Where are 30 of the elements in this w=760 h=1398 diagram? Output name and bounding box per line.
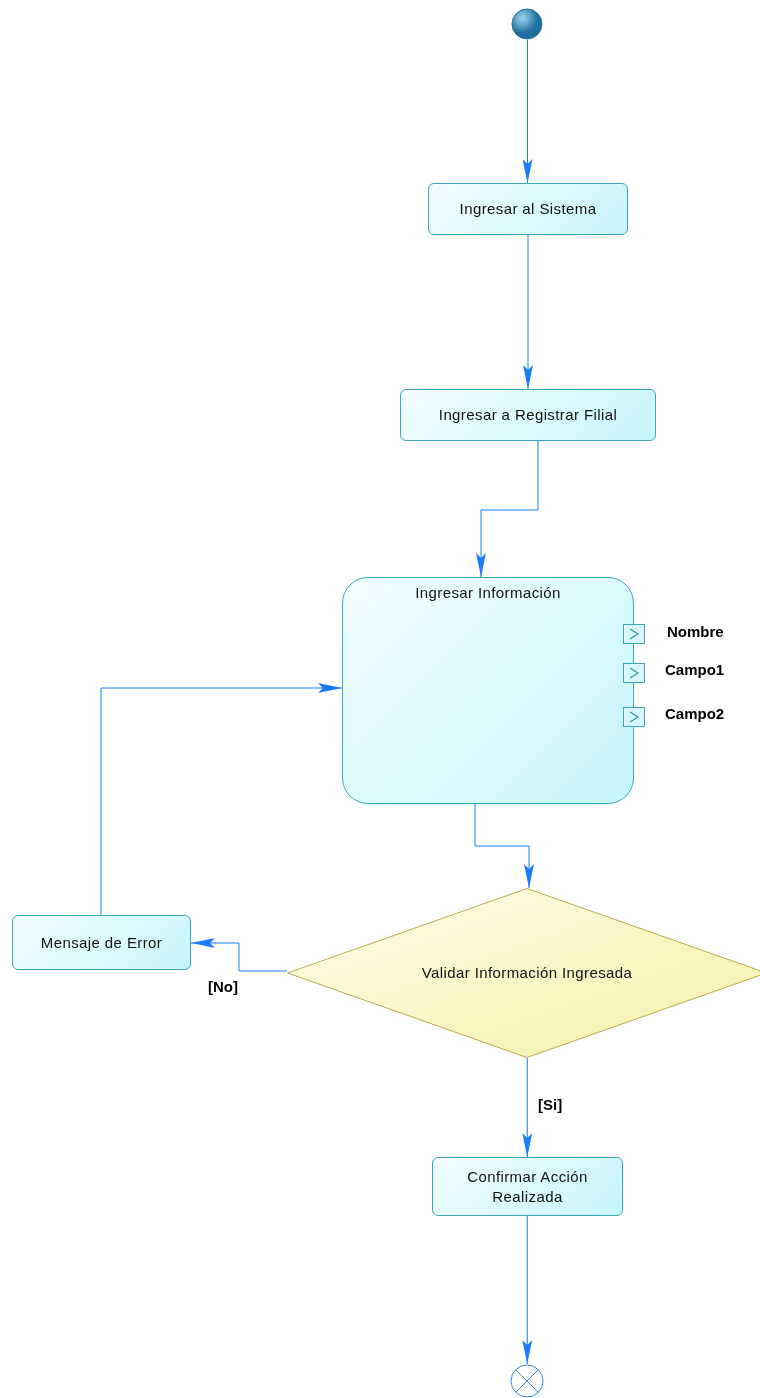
input-pin — [623, 707, 645, 727]
flow-arrow — [522, 39, 533, 184]
flow-arrow — [476, 440, 539, 578]
initial-node — [511, 8, 543, 40]
guard-label: [No] — [207, 978, 239, 995]
action-label: Ingresar al Sistema — [459, 199, 597, 219]
pin-label: Nombre — [667, 623, 724, 640]
action-label: Ingresar a Registrar Filial — [438, 405, 618, 425]
final-node — [508, 1364, 546, 1398]
decision-diamond — [287, 888, 760, 1058]
flow-arrow — [522, 1215, 533, 1365]
pin-label: Campo1 — [665, 661, 725, 678]
decision-label: Validar Información Ingresada — [421, 963, 633, 983]
action-box — [12, 915, 191, 970]
action-box — [428, 183, 628, 235]
input-pin — [623, 663, 645, 683]
action-label: Confirmar Acción Realizada — [466, 1166, 589, 1207]
flow-arrow — [190, 938, 288, 972]
action-label: Ingresar Información — [415, 583, 561, 603]
flow-arrow — [474, 803, 534, 889]
flow-arrow — [523, 234, 533, 390]
flow-arrow — [100, 683, 343, 916]
guard-label: [Si] — [537, 1096, 564, 1113]
action-box — [400, 389, 656, 441]
action-box — [342, 577, 634, 804]
input-pin — [623, 624, 645, 644]
flow-arrow — [522, 1057, 533, 1158]
action-label: Mensaje de Error — [40, 932, 163, 953]
pin-label: Campo2 — [665, 705, 725, 722]
action-box — [432, 1157, 623, 1216]
